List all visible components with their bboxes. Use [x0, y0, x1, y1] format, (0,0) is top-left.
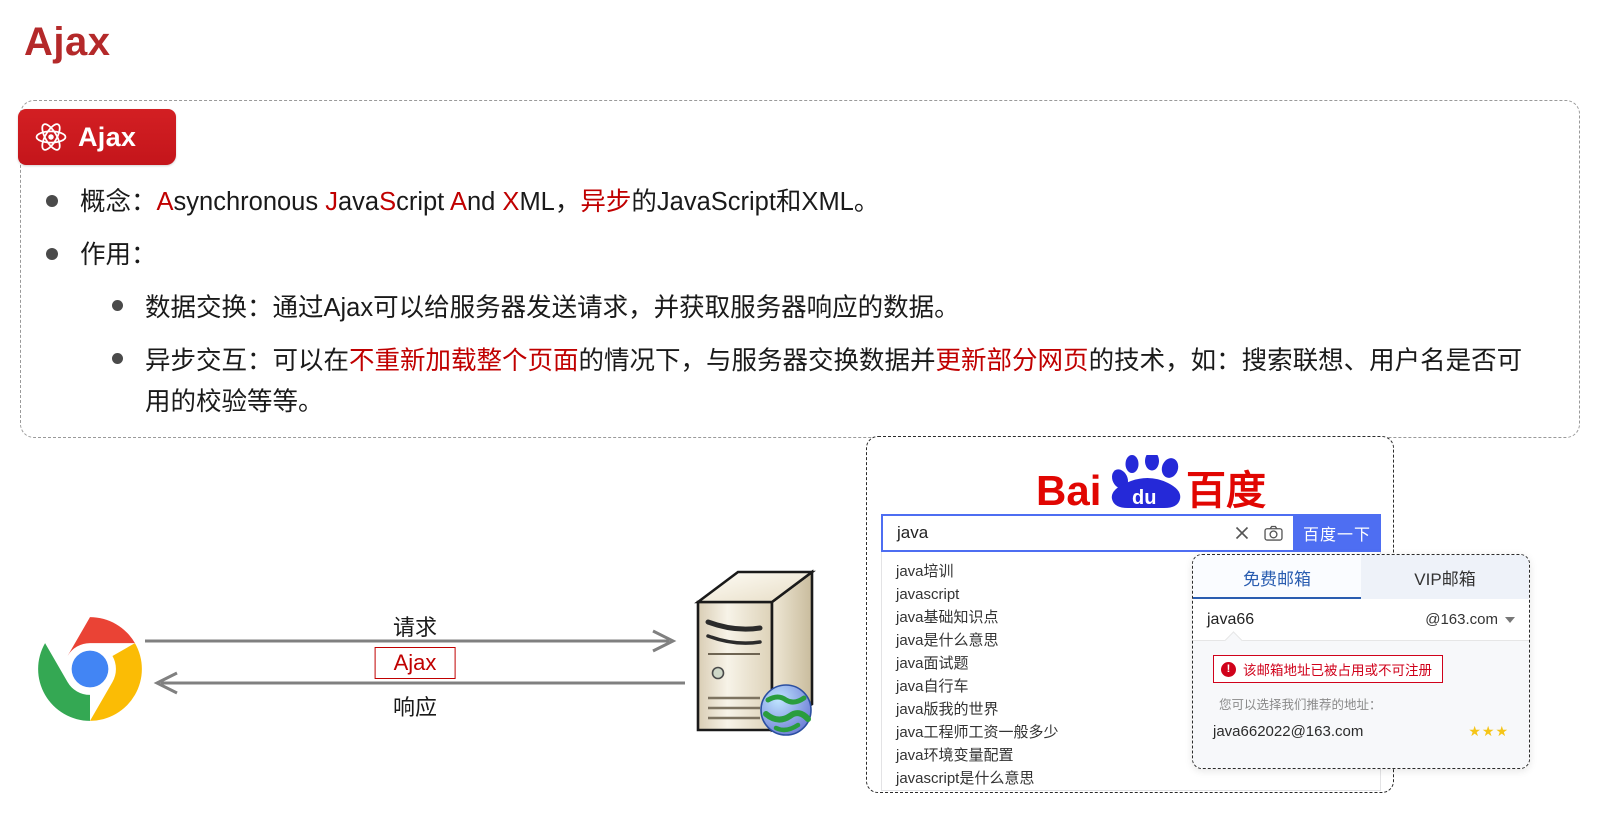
- text-segment: nd: [466, 188, 503, 216]
- suggestion-item[interactable]: java培训: [896, 563, 954, 580]
- card-tag-ajax: Ajax: [18, 109, 176, 165]
- bullet-item: 作用：: [46, 235, 1556, 276]
- page-title: Ajax: [24, 20, 111, 64]
- email-domain-value: @163.com: [1425, 611, 1498, 628]
- text-segment: synchronous: [173, 188, 326, 216]
- bullet-dot-icon: [46, 195, 58, 207]
- email-validation-body: ! 该邮箱地址已被占用或不可注册 您可以选择我们推荐的地址： java66202…: [1193, 641, 1529, 768]
- suggested-email: java662022@163.com: [1213, 723, 1364, 740]
- bullet-item: 概念：Asynchronous JavaScript And XML，异步的Ja…: [46, 182, 1556, 223]
- content-card: [20, 100, 1580, 438]
- email-tab-bar: 免费邮箱 VIP邮箱: [1193, 555, 1529, 599]
- email-domain-select[interactable]: @163.com: [1425, 611, 1515, 628]
- ajax-flow-diagram: 请求 响应 Ajax: [0, 440, 880, 819]
- suggestion-item[interactable]: java面试题: [896, 655, 969, 672]
- text-segment: A: [449, 188, 467, 216]
- error-message: 该邮箱地址已被占用或不可注册: [1243, 663, 1432, 678]
- suggestion-item[interactable]: java工程师工资一般多少: [896, 724, 1059, 741]
- search-input[interactable]: java: [881, 514, 1293, 552]
- bullet-text: 概念：Asynchronous JavaScript And XML，异步的Ja…: [80, 182, 879, 223]
- text-segment: 异步: [580, 188, 632, 216]
- text-segment: S: [379, 188, 397, 216]
- text-segment: ML，: [519, 188, 581, 216]
- text-segment: ava: [337, 188, 380, 216]
- text-segment: 的JavaScript和XML。: [631, 188, 880, 216]
- bullet-dot-icon: [112, 300, 123, 311]
- email-registration-panel: 免费邮箱 VIP邮箱 java66 @163.com ! 该邮箱地址已被占用或不…: [1192, 554, 1530, 769]
- close-icon[interactable]: [1234, 525, 1250, 541]
- text-segment: cript: [396, 188, 450, 216]
- suggestion-item[interactable]: java环境变量配置: [896, 747, 1014, 764]
- suggestion-hint: 您可以选择我们推荐的地址：: [1219, 698, 1382, 712]
- camera-icon[interactable]: [1264, 525, 1283, 541]
- tab-vip-mail[interactable]: VIP邮箱: [1414, 569, 1476, 589]
- request-label: 请求: [392, 615, 437, 640]
- ajax-badge: Ajax: [374, 647, 456, 679]
- svg-text:百度: 百度: [1186, 469, 1266, 509]
- bullet-text: 作用：: [80, 235, 157, 276]
- bullet-label: 概念：: [80, 188, 157, 216]
- server-icon: [690, 558, 840, 738]
- text-segment: 的技术，如：搜索联想、用户名是否可用的校验等等。: [145, 347, 1523, 416]
- baidu-logo: du Bai 百度: [867, 455, 1393, 509]
- error-icon: !: [1221, 661, 1236, 677]
- arrow-group: 请求 响应 Ajax: [145, 600, 685, 730]
- sub-bullet-text: 数据交换：通过Ajax可以给服务器发送请求，并获取服务器响应的数据。: [145, 288, 960, 329]
- sub-bullet-text: 异步交互：可以在不重新加载整个页面的情况下，与服务器交换数据并更新部分网页的技术…: [145, 341, 1545, 423]
- search-input-value: java: [897, 523, 929, 542]
- card-tag-label: Ajax: [78, 121, 137, 152]
- text-segment: A: [156, 188, 174, 216]
- suggestion-item[interactable]: java基础知识点: [896, 609, 999, 626]
- suggested-email-row[interactable]: java662022@163.com ★★★: [1213, 723, 1515, 740]
- text-segment: J: [325, 188, 338, 216]
- email-input-row[interactable]: java66 @163.com: [1193, 599, 1529, 641]
- suggestion-item[interactable]: javascript: [896, 586, 960, 603]
- error-banner: ! 该邮箱地址已被占用或不可注册: [1213, 655, 1443, 683]
- bullet-dot-icon: [112, 353, 123, 364]
- sub-bullet-rich-1: 异步交互：可以在不重新加载整个页面的情况下，与服务器交换数据并更新部分网页的技术…: [145, 347, 1522, 416]
- text-segment: 的情况下，与服务器交换数据并: [578, 347, 936, 375]
- text-segment: 异步交互：可以在: [145, 347, 350, 375]
- text-segment: 不重新加载整个页面: [349, 347, 579, 375]
- bullet-list: 概念：Asynchronous JavaScript And XML，异步的Ja…: [46, 182, 1556, 435]
- bullet-dot-icon: [46, 248, 58, 260]
- suggestion-item[interactable]: java是什么意思: [896, 632, 999, 649]
- text-segment: 数据交换：通过Ajax可以给服务器发送请求，并获取服务器响应的数据。: [145, 294, 960, 322]
- sub-bullet-item: 异步交互：可以在不重新加载整个页面的情况下，与服务器交换数据并更新部分网页的技术…: [112, 341, 1556, 423]
- bullet-label: 作用：: [80, 241, 157, 269]
- svg-text:du: du: [1132, 487, 1156, 509]
- baidu-search-button[interactable]: 百度一下: [1293, 514, 1381, 552]
- suggestion-item[interactable]: java版我的世界: [896, 701, 999, 718]
- response-label: 响应: [392, 695, 437, 720]
- text-segment: X: [502, 188, 520, 216]
- suggestion-item[interactable]: java自行车: [896, 678, 969, 695]
- suggestion-item[interactable]: javascript是什么意思: [896, 770, 1035, 787]
- atom-icon: [34, 120, 68, 154]
- chevron-down-icon: [1505, 616, 1515, 623]
- rating-stars: ★★★: [1468, 723, 1509, 739]
- bullet-rich-0: Asynchronous JavaScript And XML，异步的JavaS…: [157, 188, 880, 216]
- svg-text:Bai: Bai: [1036, 467, 1101, 509]
- sub-bullet-rich-0: 数据交换：通过Ajax可以给服务器发送请求，并获取服务器响应的数据。: [145, 294, 960, 322]
- baidu-search-row: java 百度一下: [881, 514, 1381, 552]
- sub-bullet-item: 数据交换：通过Ajax可以给服务器发送请求，并获取服务器响应的数据。: [112, 288, 1556, 329]
- email-input-value: java66: [1207, 610, 1255, 628]
- tab-free-mail[interactable]: 免费邮箱: [1193, 555, 1361, 599]
- text-segment: 更新部分网页: [935, 347, 1089, 375]
- request-response-arrows: [145, 629, 685, 695]
- chrome-icon: [36, 615, 144, 723]
